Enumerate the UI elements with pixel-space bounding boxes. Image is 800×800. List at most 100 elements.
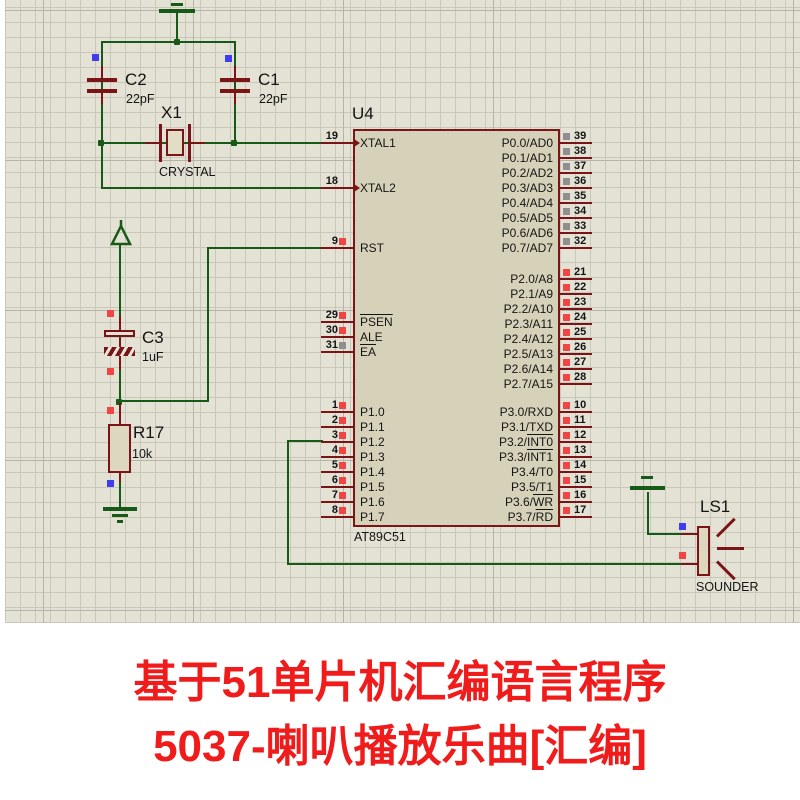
chip-pin-26-lead [558,353,592,355]
chip-pin-26-number: 26 [574,341,587,353]
chip-pin-9-name: RST [360,241,384,255]
wire [101,143,103,189]
chip-pin-34-lead [558,217,592,219]
r17-node-marker [107,480,114,487]
chip-pin-23-number: 23 [574,296,587,308]
chip-pin-25-number: 25 [574,326,587,338]
chip-pin-27-name: P2.6/A14 [503,362,553,376]
chip-pin-3-number: 3 [331,429,338,441]
c2-capacitor [87,78,117,82]
chip-pin-31-state-square [339,342,346,349]
caption-line-1: 基于51单片机汇编语言程序 [133,658,667,707]
chip-pin-38-state-square [563,148,570,155]
wire [287,440,323,442]
chip-pin-34-state-square [563,208,570,215]
chip-pin-9-state-square [339,238,346,245]
c3-node-marker [107,368,114,375]
chip-pin-11-state-square [563,417,570,424]
chip-pin-35-number: 35 [574,190,587,202]
chip-pin-10-state-square [563,402,570,409]
wire-junction [174,39,180,45]
chip-pin-30-state-square [339,327,346,334]
chip-pin-35-name: P0.4/AD4 [501,196,553,210]
chip-pin-16-name: P3.6/WR [504,495,553,509]
chip-pin-25-lead [558,338,592,340]
wire [207,247,323,249]
chip-pin-22-number: 22 [574,281,587,293]
c2-lead [101,91,103,104]
chip-pin-6-number: 6 [331,474,338,486]
chip-pin-7-name: P1.6 [360,495,385,509]
chip-pin-8-name: P1.7 [360,510,385,524]
chip-pin-5-state-square [339,462,346,469]
chip-pin-21-name: P2.0/A8 [510,272,553,286]
chip-pin-2-number: 2 [331,414,338,426]
chip-pin-8-lead [321,516,355,518]
chip-pin-38-lead [558,157,592,159]
wire [647,492,649,535]
chip-pin-4-lead [321,456,355,458]
chip-pin-17-state-square [563,507,570,514]
chip-pin-14-lead [558,471,592,473]
chip-pin-4-state-square [339,447,346,454]
chip-pin-39-lead [558,142,592,144]
c1-capacitor [220,78,250,82]
ground-symbol-ls1 [630,486,665,490]
ground-symbol [117,520,123,523]
chip-pin-21-number: 21 [574,266,587,278]
chip-pin-5-number: 5 [331,459,338,471]
chip-pin-13-name: P3.3/INT1 [498,450,553,464]
c1-lead [234,91,236,104]
chip-pin-38-name: P0.1/AD1 [501,151,553,165]
chip-pin-30-number: 30 [325,324,338,336]
chip-pin-8-state-square [339,507,346,514]
chip-pin-36-name: P0.3/AD3 [501,181,553,195]
caption-line-2: 5037-喇叭播放乐曲[汇编] [153,722,647,771]
chip-pin-2-lead [321,426,355,428]
wire [648,533,682,535]
c1-node-marker [225,55,232,62]
chip-pin-34-name: P0.5/AD5 [501,211,553,225]
chip-pin-25-state-square [563,329,570,336]
chip-pin-13-lead [558,456,592,458]
chip-pin-14-name: P3.4/T0 [510,465,553,479]
chip-pin-31-number: 31 [325,339,338,351]
chip-pin-24-state-square [563,314,570,321]
chip-pin-26-state-square [563,344,570,351]
chip-pin-12-number: 12 [574,429,587,441]
chip-pin-13-number: 13 [574,444,587,456]
chip-pin-1-state-square [339,402,346,409]
c2-node-marker [92,54,99,61]
wire [207,247,209,402]
x1-lead [191,142,205,144]
chip-pin-2-name: P1.1 [360,420,385,434]
sound-wave-icon [717,547,744,550]
chip-pin-5-name: P1.4 [360,465,385,479]
chip-pin-31-lead [321,351,355,353]
chip-pin-1-lead [321,411,355,413]
r17-node-marker [107,407,114,414]
c3-lead [119,338,121,347]
chip-pin-7-number: 7 [331,489,338,501]
ground-symbol-ls1 [641,476,653,479]
chip-pin-17-name: P3.7/RD [507,510,553,524]
chip-pin-17-number: 17 [574,504,587,516]
chip-pin-8-number: 8 [331,504,338,516]
chip-pin-37-state-square [563,163,570,170]
wire [287,563,682,565]
chip-pin-12-lead [558,441,592,443]
wire [119,482,121,507]
wire [101,187,323,189]
c2-capacitor [87,89,117,93]
chip-pin-18-number: 18 [325,175,338,187]
r17-lead [119,472,121,482]
chip-pin-10-number: 10 [574,399,587,411]
chip-pin-29-number: 29 [325,309,338,321]
x1-crystal [166,129,184,156]
chip-pin-28-state-square [563,374,570,381]
chip-pin-32-name: P0.7/AD7 [501,241,553,255]
wire-junction [231,140,237,146]
chip-pin-21-lead [558,278,592,280]
chip-pin-10-name: P3.0/RXD [499,405,553,419]
